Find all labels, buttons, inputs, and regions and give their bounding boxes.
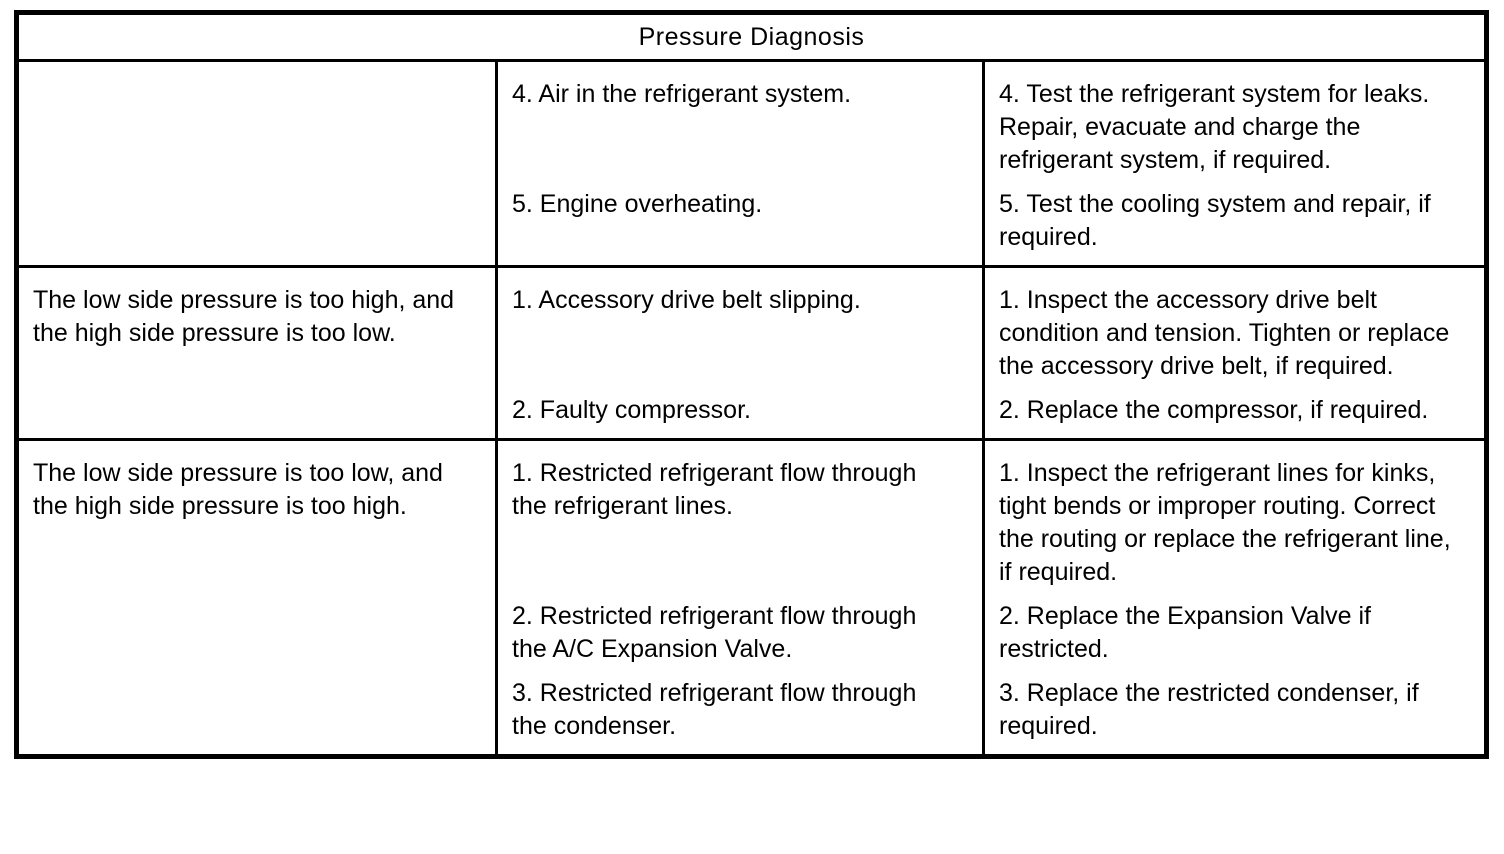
condition-cell: The low side pressure is too low, and th… (16, 438, 497, 757)
condition-cell: The low side pressure is too high, and t… (16, 265, 497, 440)
table-title: Pressure Diagnosis (16, 12, 1487, 62)
condition-cell (16, 59, 497, 267)
cause-cell: 4. Air in the refrigerant system. (495, 59, 984, 188)
table-row: 3. Restricted refrigerant flow through t… (17, 677, 1487, 757)
table-row: 5. Engine overheating. 5. Test the cooli… (17, 188, 1487, 267)
cause-cell: 2. Restricted refrigerant flow through t… (495, 600, 984, 677)
cause-cell: 5. Engine overheating. (495, 188, 984, 267)
cause-cell: 3. Restricted refrigerant flow through t… (495, 677, 984, 757)
correction-cell: 3. Replace the restricted condenser, if … (982, 677, 1487, 757)
table-row: The low side pressure is too low, and th… (16, 438, 1487, 757)
table-title-row: Pressure Diagnosis (16, 12, 1487, 62)
correction-cell: 1. Inspect the accessory drive belt cond… (982, 265, 1487, 394)
table-row: 2. Faulty compressor. 2. Replace the com… (17, 394, 1487, 440)
table-row: The low side pressure is too high, and t… (16, 265, 1487, 440)
correction-cell: 4. Test the refrigerant system for leaks… (982, 59, 1487, 188)
pressure-diagnosis-table: Pressure Diagnosis 4. Air in the refrige… (14, 10, 1489, 759)
cause-cell: 2. Faulty compressor. (495, 394, 984, 440)
correction-cell: 1. Inspect the refrigerant lines for kin… (982, 438, 1487, 600)
cause-cell: 1. Restricted refrigerant flow through t… (495, 438, 984, 600)
table-row: 2. Restricted refrigerant flow through t… (17, 600, 1487, 677)
correction-cell: 2. Replace the Expansion Valve if restri… (982, 600, 1487, 677)
table-row: 4. Air in the refrigerant system. 4. Tes… (16, 59, 1487, 267)
cause-cell: 1. Accessory drive belt slipping. (495, 265, 984, 394)
correction-cell: 2. Replace the compressor, if required. (982, 394, 1487, 440)
correction-cell: 5. Test the cooling system and repair, i… (982, 188, 1487, 267)
